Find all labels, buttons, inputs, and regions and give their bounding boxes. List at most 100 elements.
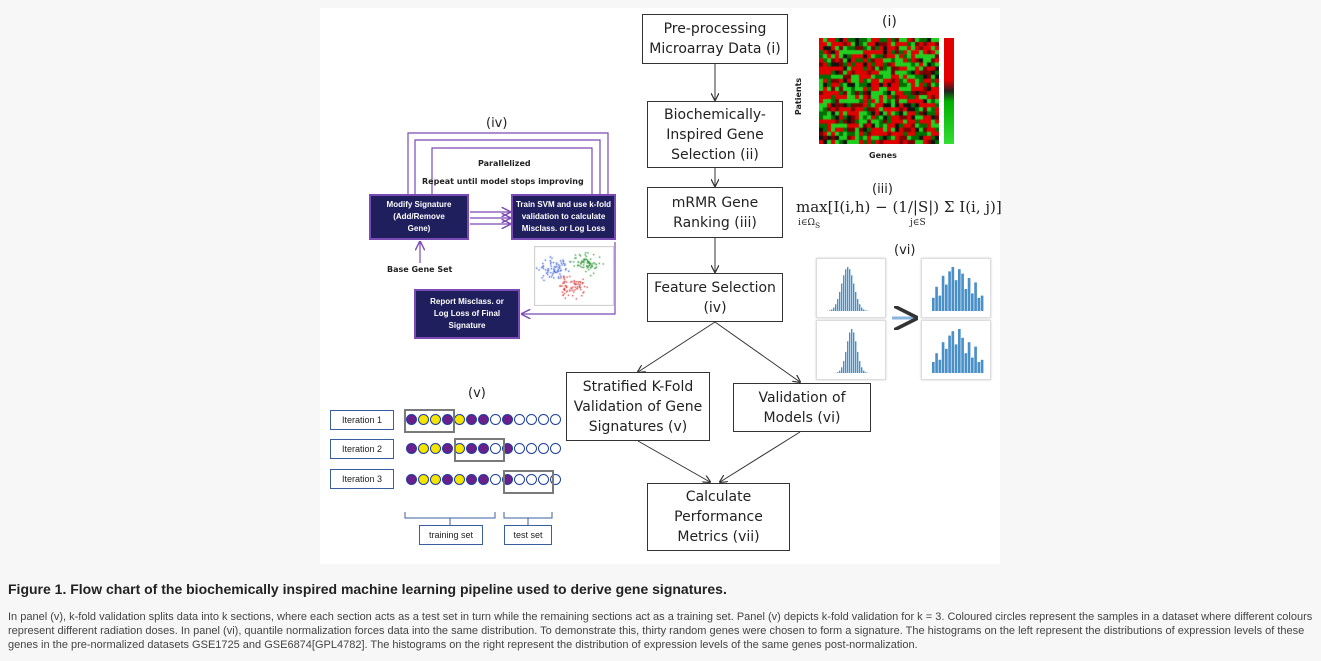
histogram-bar	[837, 372, 839, 373]
histogram-bar	[839, 291, 841, 311]
sample-circle	[442, 474, 453, 485]
svm-scatter-plot	[534, 246, 614, 306]
mrmr-formula: max[I(i,h) − (1/|S|) Σ I(i, j)]	[796, 198, 1002, 216]
preprocess-box: Pre-processing Microarray Data (i)	[642, 14, 788, 64]
train-svm-box: Train SVM and use k-fold validation to c…	[511, 194, 616, 240]
sample-circle	[430, 443, 441, 454]
panel-iii-label: (iii)	[872, 182, 893, 197]
expression-heatmap	[819, 38, 939, 144]
histogram-bar	[833, 307, 835, 311]
histogram-bar	[935, 353, 938, 373]
test-set-label: test set	[504, 525, 552, 545]
sample-circle	[478, 414, 489, 425]
histogram-bar	[932, 297, 935, 311]
base-gene-set-label: Base Gene Set	[387, 265, 453, 274]
histogram-bar	[961, 337, 964, 373]
histogram-bar	[857, 299, 859, 311]
panel-iv-label: (iv)	[486, 116, 508, 131]
histogram-bar	[951, 331, 955, 373]
histogram-bar	[945, 284, 948, 311]
histogram-bar	[935, 286, 938, 311]
sample-circle	[466, 443, 477, 454]
histogram-bar	[835, 304, 837, 311]
sample-circle	[526, 443, 537, 454]
histogram-bar	[859, 361, 861, 373]
histogram-bar	[855, 291, 857, 311]
histogram-bar	[941, 342, 945, 373]
histogram-bar	[859, 304, 861, 311]
heatmap-ylabel: Patients	[794, 77, 804, 116]
parallelized-label: Parallelized	[478, 159, 531, 168]
sample-circle	[406, 414, 417, 425]
test-fold-1	[404, 409, 455, 433]
histogram-bar	[948, 271, 951, 311]
figure-caption-body: In panel (v), k-fold validation splits d…	[8, 611, 1313, 651]
report-box: Report Misclass. or Log Loss of Final Si…	[414, 289, 520, 339]
feature-selection-box: Feature Selection (iv)	[647, 273, 783, 322]
panel-i-label: (i)	[882, 14, 897, 30]
sample-circle	[478, 443, 489, 454]
histogram-bar	[829, 310, 831, 311]
sample-circle	[466, 414, 477, 425]
histogram-bar	[971, 293, 974, 311]
histogram-bar	[865, 372, 867, 373]
panel-vi-label: (vi)	[894, 243, 916, 258]
histogram-bar	[974, 282, 977, 311]
sample-circle	[550, 414, 561, 425]
sample-circle	[538, 474, 549, 485]
sample-circle	[550, 443, 561, 454]
sample-circle	[406, 443, 417, 454]
histogram-bar	[974, 346, 977, 373]
histogram-bar	[964, 289, 968, 311]
test-fold-2	[454, 438, 505, 462]
test-fold-3	[503, 470, 554, 494]
sample-circle	[550, 474, 561, 485]
sample-circle	[526, 414, 537, 425]
samples-row-2	[406, 443, 561, 454]
histogram-bar	[841, 367, 843, 373]
formula-subscript-index: i∈Ω	[798, 218, 816, 228]
histogram-bar	[977, 297, 981, 311]
sample-circle	[490, 414, 501, 425]
histogram-bar	[863, 370, 865, 373]
histogram-bar	[948, 335, 951, 373]
sample-circle	[490, 443, 501, 454]
histogram-bar	[865, 310, 867, 311]
heatmap-colorbar	[944, 38, 954, 144]
repeat-label: Repeat until model stops improving	[422, 177, 584, 186]
histogram-bar	[861, 367, 863, 373]
sample-circle	[406, 474, 417, 485]
histogram-post-1	[921, 258, 991, 318]
histogram-bar	[961, 273, 964, 311]
modify-signature-box: Modify Signature (Add/Remove Gene)	[369, 194, 469, 240]
histogram-bar	[845, 351, 847, 373]
sample-circle	[514, 474, 525, 485]
histogram-bar	[847, 267, 849, 311]
formula-subscript-set: S	[815, 220, 821, 230]
sample-circle	[538, 414, 549, 425]
histogram-bar	[847, 341, 849, 373]
sample-circle	[490, 474, 501, 485]
calculate-box: Calculate Performance Metrics (vii)	[647, 483, 790, 551]
histogram-post-2	[921, 320, 991, 380]
histogram-bar	[831, 309, 833, 311]
histogram-bar	[954, 344, 958, 373]
sample-circle	[430, 414, 441, 425]
sample-circle	[514, 443, 525, 454]
histogram-bar	[971, 357, 974, 373]
figure: Pre-processing Microarray Data (i) Bioch…	[320, 8, 1002, 564]
histogram-bar	[967, 342, 971, 373]
histogram-bar	[863, 309, 865, 311]
histogram-bar	[954, 280, 958, 311]
histogram-pre-2	[816, 320, 886, 380]
histogram-bar	[938, 359, 942, 373]
samples-row-3	[406, 474, 561, 485]
histogram-bar	[853, 332, 855, 373]
histogram-bar	[853, 283, 855, 311]
histogram-bar	[861, 307, 863, 311]
histogram-bar	[849, 332, 851, 373]
mrmr-box: mRMR Gene Ranking (iii)	[647, 187, 783, 238]
flow-arrows	[404, 64, 1000, 526]
histogram-bar	[841, 283, 843, 311]
sample-circle	[418, 474, 429, 485]
